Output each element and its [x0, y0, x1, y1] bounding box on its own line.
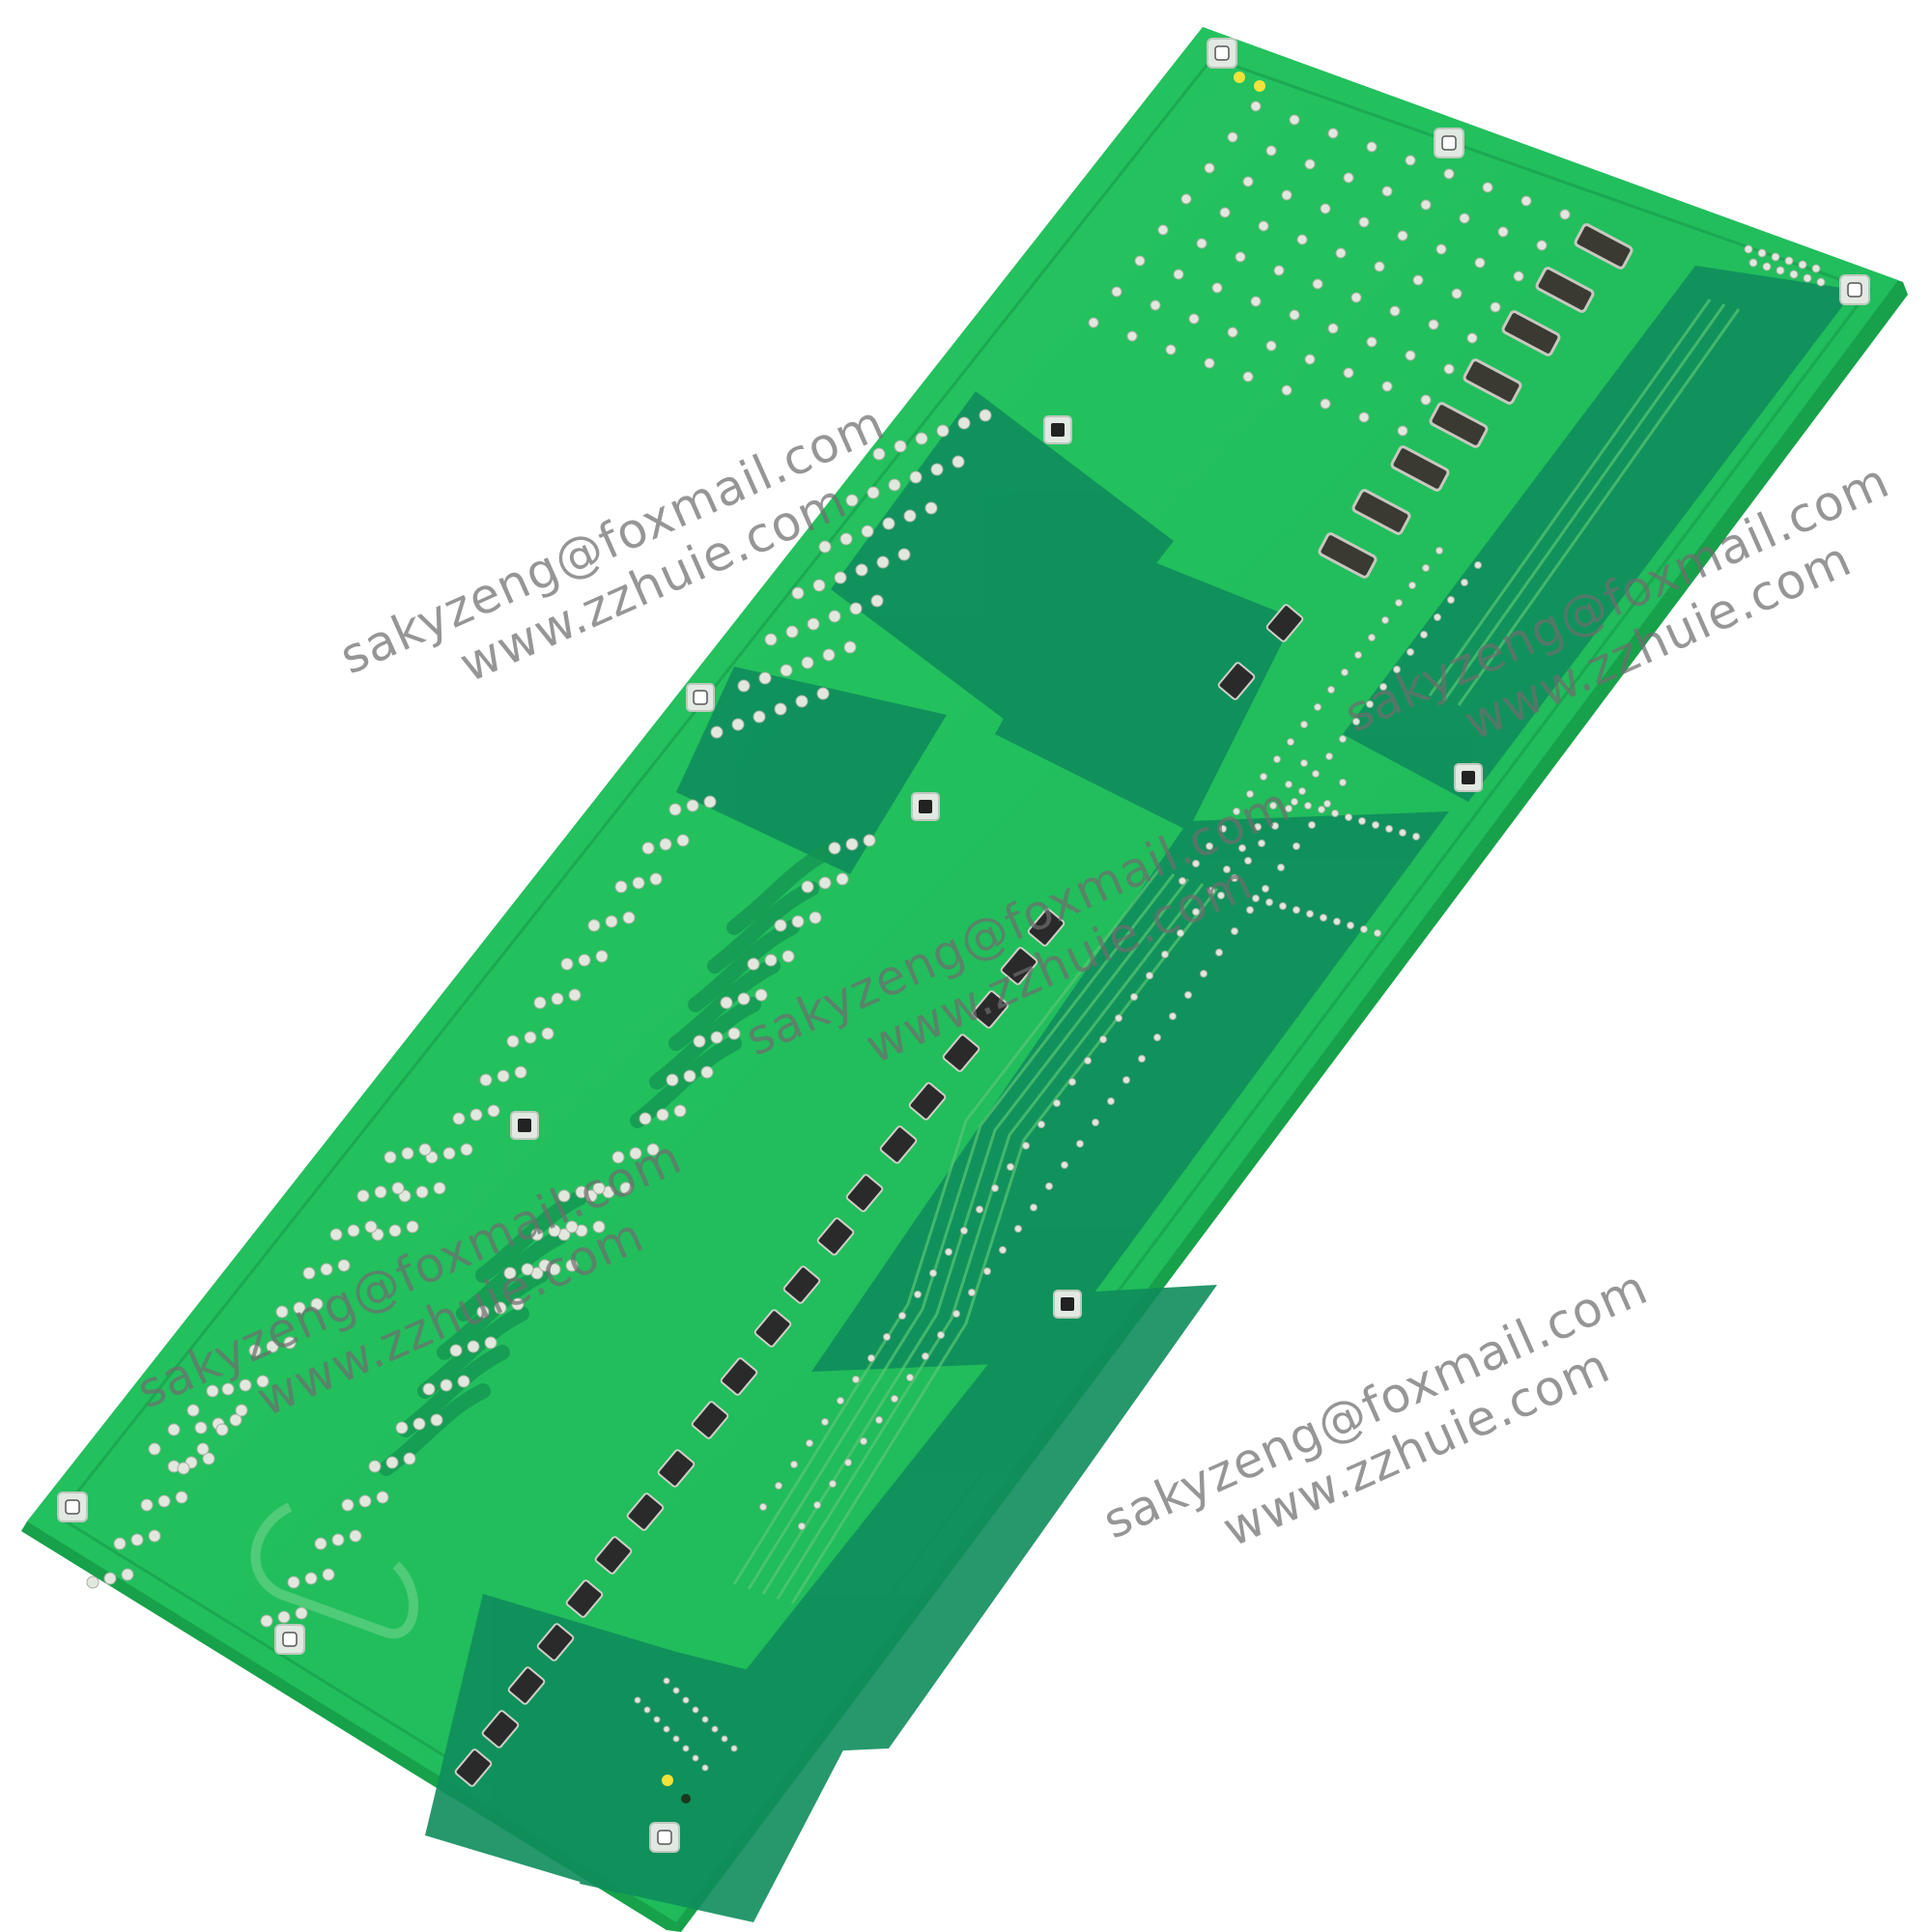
- mounting-hole: [274, 1624, 305, 1655]
- led-icon: [1234, 71, 1245, 83]
- mounting-hole: [57, 1492, 88, 1522]
- mounting-hole: [911, 792, 940, 821]
- led-icon: [662, 1775, 673, 1786]
- mounting-holes: [57, 38, 1870, 1853]
- mounting-hole: [1839, 274, 1870, 305]
- smd-resistors-top: [1318, 223, 1634, 579]
- mounting-hole: [649, 1822, 680, 1853]
- leds: [662, 71, 1265, 1804]
- mounting-hole: [1207, 38, 1237, 69]
- solder-joints: [86, 100, 1826, 1772]
- led-icon: [1254, 80, 1265, 92]
- bus-traces: [732, 298, 1741, 1605]
- via-icon: [681, 1794, 691, 1804]
- mounting-hole: [1434, 128, 1464, 158]
- mounting-hole: [1454, 763, 1483, 792]
- mounting-hole: [510, 1111, 539, 1140]
- u-trace: [250, 1502, 419, 1639]
- mounting-hole: [1053, 1290, 1082, 1319]
- center-ics: [1217, 604, 1304, 700]
- mounting-hole: [686, 683, 715, 712]
- mounting-hole: [1043, 415, 1072, 444]
- pcb-board: [27, 27, 1898, 1922]
- smd-diodes-diagonal: [454, 908, 1065, 1787]
